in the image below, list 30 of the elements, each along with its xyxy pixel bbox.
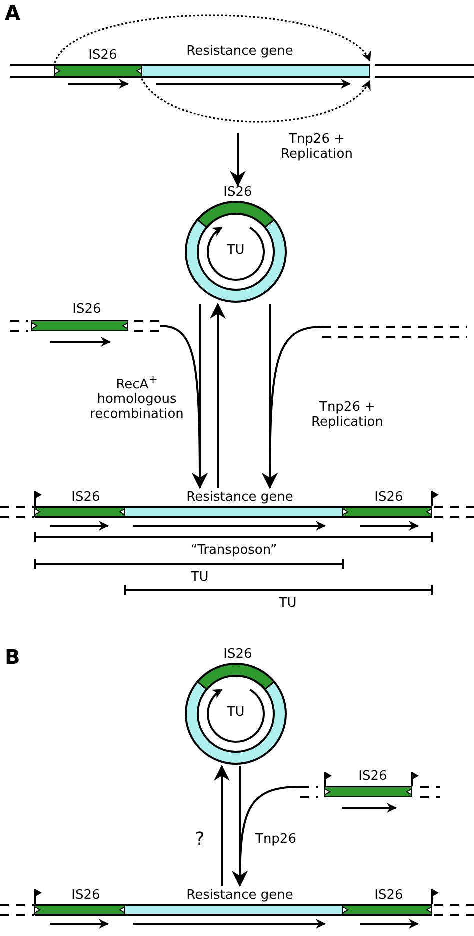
edge-label: RecA$^{+}$ homologous recombination [89,372,185,422]
arrow [230,133,246,187]
span-label: TU [279,596,297,611]
edge-label: Tnp26 [254,832,298,847]
gene-label: IS26 [224,186,252,200]
gene-label: Resistance gene [186,491,294,505]
panel-letter: A [5,2,20,24]
gene-label: Resistance gene [186,45,294,59]
gene-label: IS26 [224,648,252,662]
gene-label: IS26 [88,49,118,63]
tu-label: TU [227,706,245,720]
edge-label: Tnp26 + Replication [280,132,354,162]
gene-label: IS26 [374,889,404,903]
gene-label: IS26 [374,491,404,505]
arrow [232,786,300,887]
span-label: TU [191,570,209,585]
edge-label: Tnp26 + Replication [310,400,384,430]
arrow [160,325,208,489]
arrow [262,326,322,489]
gene-label: IS26 [358,770,388,784]
arrow [210,303,226,488]
panel-letter: B [5,646,20,668]
gene-label: IS26 [72,303,102,317]
gene-label: IS26 [72,889,100,903]
span-label: “Transposon” [190,543,278,558]
gene-label: Resistance gene [186,889,294,903]
arrow [214,765,230,886]
edge-label: ? [194,832,206,847]
gene-label: IS26 [72,491,100,505]
tu-label: TU [227,244,245,258]
